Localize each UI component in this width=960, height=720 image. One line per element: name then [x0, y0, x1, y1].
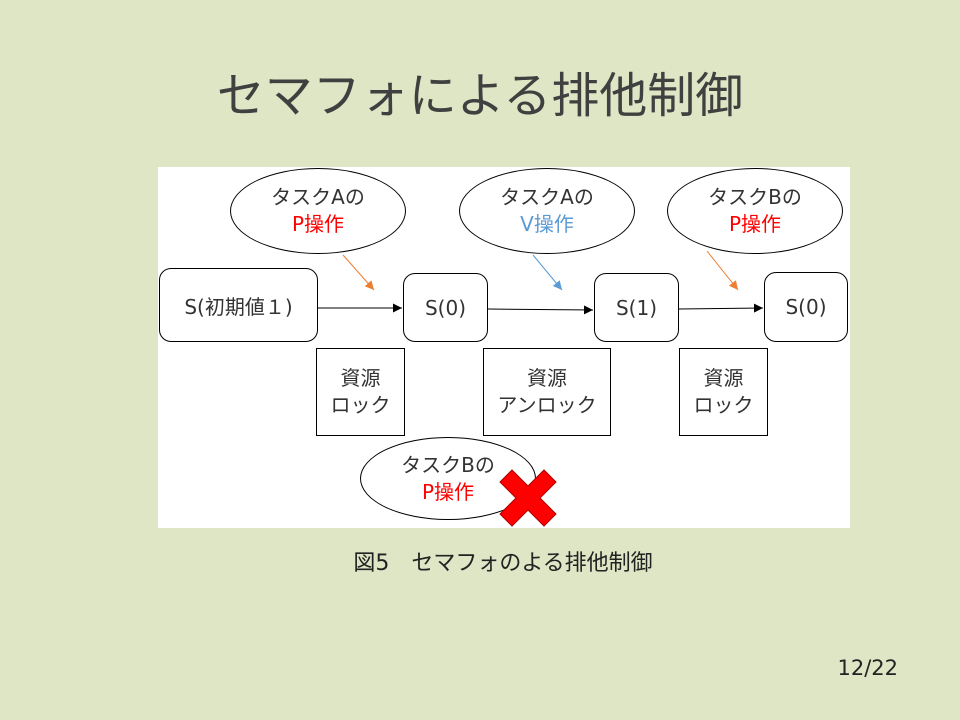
resource-label: 資源	[340, 366, 381, 390]
resource-action-label: ロック	[330, 393, 391, 417]
resource-label: 資源	[703, 366, 744, 390]
operation-arrow	[342, 254, 375, 291]
page-number: 12/22	[837, 656, 898, 680]
transition-arrow	[487, 305, 594, 315]
slide-title: セマフォによる排他制御	[216, 68, 744, 124]
callout-operation-label: P操作	[291, 212, 345, 236]
resource-action-label: アンロック	[497, 393, 597, 417]
figure-caption: 図5 セマフォのよる排他制御	[353, 551, 653, 576]
callout-task-label: タスクAの	[271, 185, 365, 209]
callout-operation-label: V操作	[520, 212, 574, 236]
semaphore-state-0: S(0)	[403, 273, 488, 342]
resource-unlock-box: 資源 アンロック	[483, 348, 611, 436]
semaphore-state-1: S(1)	[594, 273, 679, 342]
state-label: S(0)	[785, 295, 827, 319]
callout-operation-label: P操作	[728, 212, 782, 236]
resource-lock-box: 資源 ロック	[316, 348, 405, 436]
callout-task-label: タスクAの	[500, 185, 594, 209]
state-label: S(1)	[615, 295, 658, 320]
resource-action-label: ロック	[693, 393, 754, 417]
task-a-p-operation-callout: タスクAの P操作	[230, 168, 406, 254]
task-b-p-operation-callout: タスクBの P操作	[667, 168, 843, 254]
semaphore-diagram: タスクAの P操作 タスクAの V操作 タスクBの P操作 タスクBの P操作 …	[158, 167, 850, 528]
callout-operation-label: P操作	[421, 479, 475, 504]
task-b-blocked-p-operation-callout: タスクBの P操作	[360, 437, 536, 520]
resource-label: 資源	[527, 366, 567, 390]
transition-arrow	[678, 303, 764, 313]
operation-arrow	[706, 250, 739, 291]
callout-task-label: タスクBの	[401, 452, 495, 477]
callout-task-label: タスクBの	[708, 185, 802, 209]
resource-lock-box-2: 資源 ロック	[679, 348, 768, 436]
state-label: S(初期値１)	[184, 294, 293, 319]
state-label: S(0)	[424, 295, 467, 320]
semaphore-state-0-final: S(0)	[764, 272, 848, 342]
operation-arrow	[532, 254, 563, 291]
semaphore-state-initial: S(初期値１)	[159, 268, 318, 342]
task-a-v-operation-callout: タスクAの V操作	[459, 168, 635, 254]
